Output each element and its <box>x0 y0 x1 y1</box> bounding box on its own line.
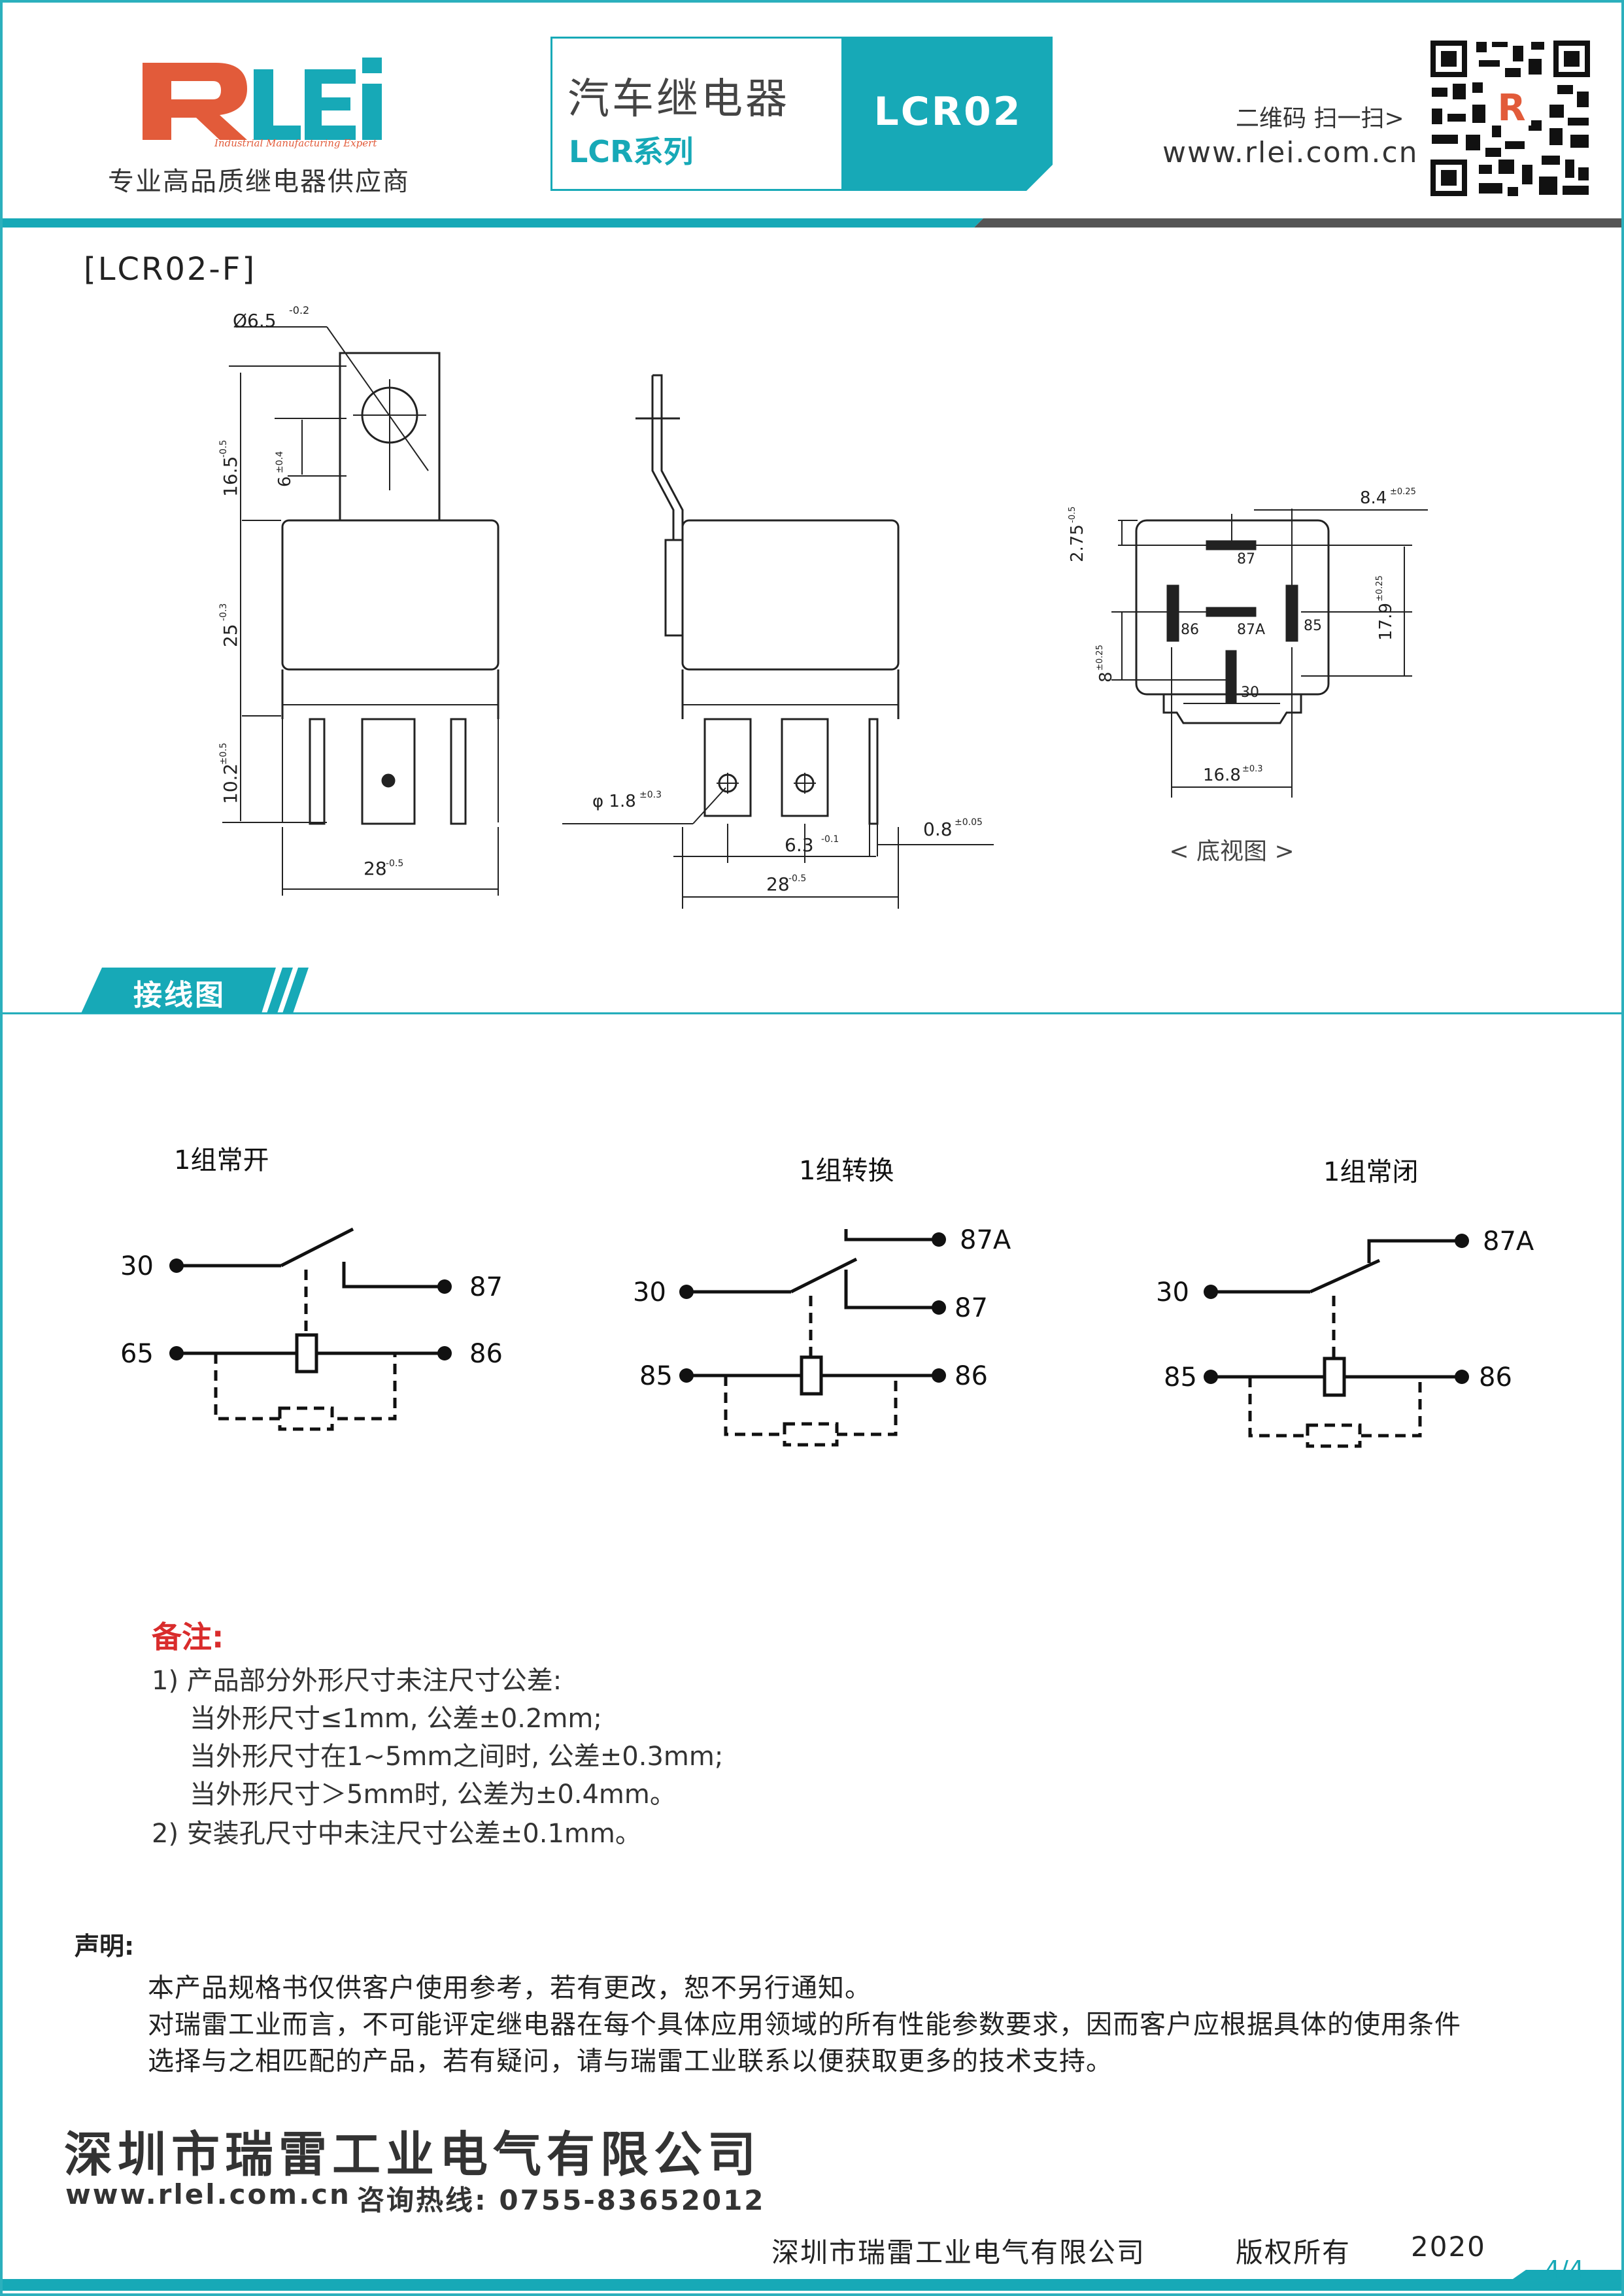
dim-8: 8 <box>1096 671 1116 683</box>
footer-bar <box>3 2270 1621 2291</box>
model-title: LCR02 <box>873 89 1023 135</box>
dim-25-tol: -0.3 <box>218 603 229 621</box>
note-line: 1) 产品部分外形尺寸未注尺寸公差: <box>152 1666 562 1696</box>
wiring-co-pin-30: 30 <box>633 1277 666 1308</box>
dim-6-3: 6.3 <box>785 834 814 856</box>
wiring-nc-pin-85: 85 <box>1164 1362 1197 1393</box>
bottom-view-drawing <box>1111 509 1428 798</box>
pin-30: 30 <box>1241 684 1259 701</box>
note-line: 当外形尺寸在1~5mm之间时, 公差±0.3mm; <box>190 1742 724 1772</box>
wiring-no-pin-87: 87 <box>469 1272 503 1302</box>
dim-0-8-tol: ±0.05 <box>955 817 983 828</box>
wiring-section-title: 接线图 <box>133 979 226 1012</box>
wiring-normally-open <box>169 1227 452 1431</box>
dim-pin-hole-tol: ±0.3 <box>639 790 662 800</box>
wiring-co-pin-86: 86 <box>955 1361 988 1391</box>
dim-8-4-tol: ±0.25 <box>1390 487 1416 497</box>
qr-code-icon[interactable]: R <box>1427 37 1594 200</box>
wiring-nc-pin-86: 86 <box>1479 1362 1512 1393</box>
dim-8-tol: ±0.25 <box>1095 645 1105 671</box>
wiring-normally-closed <box>1204 1234 1469 1448</box>
wiring-co-pin-87a: 87A <box>960 1225 1011 1255</box>
declaration-line: 对瑞雷工业而言，不可能评定继电器在每个具体应用领域的所有性能参数要求，因而客户应… <box>148 2010 1461 2040</box>
front-view-drawing <box>222 326 499 896</box>
rlei-logo <box>143 58 382 140</box>
copyright-text: 版权所有 <box>1236 2237 1351 2269</box>
dim-pin-hole: φ 1.8 <box>592 792 636 811</box>
wiring-nc-pin-30: 30 <box>1156 1277 1189 1308</box>
wiring-title-nc: 1组常闭 <box>1323 1157 1418 1187</box>
svg-text:R: R <box>1497 87 1525 129</box>
pin-85: 85 <box>1304 618 1322 634</box>
wiring-no-pin-65: 65 <box>120 1339 154 1369</box>
declaration-line: 选择与之相匹配的产品，若有疑问，请与瑞雷工业联系以便获取更多的技术支持。 <box>148 2046 1113 2076</box>
footer-hotline: 咨询热线: 0755-83652012 <box>357 2184 766 2216</box>
dim-28-front-tol: -0.5 <box>386 858 403 869</box>
side-view-drawing <box>562 374 994 909</box>
dim-10-2-tol: ±0.5 <box>218 743 229 765</box>
note-line: 2) 安装孔尺寸中未注尺寸公差±0.1mm。 <box>152 1819 641 1849</box>
company-slogan: 专业高品质继电器供应商 <box>108 167 410 197</box>
dim-16-5-tol: -0.5 <box>218 440 229 458</box>
dimension-drawings: Ø6.5 -0.2 16.5 -0.5 6 ±0.4 25 -0.3 10.2 … <box>218 304 1428 909</box>
title-box <box>550 37 843 191</box>
dim-6: 6 <box>275 476 295 487</box>
footer-website[interactable]: www.rlel.com.cn <box>65 2178 351 2210</box>
page-number: 4/4 <box>1544 2255 1585 2284</box>
model-label: [LCR02-F] <box>84 251 257 288</box>
series-label: LCR系列 <box>569 134 694 169</box>
pin-87: 87 <box>1237 551 1255 567</box>
wiring-title-no: 1组常开 <box>174 1145 269 1175</box>
dim-25: 25 <box>220 624 241 647</box>
dim-28-side-tol: -0.5 <box>788 873 806 884</box>
wiring-no-pin-30: 30 <box>120 1251 154 1281</box>
dim-16-5: 16.5 <box>220 456 241 497</box>
logo-tagline: Industrial Manufacturing Expert <box>214 137 377 149</box>
copyright-company: 深圳市瑞雷工业电气有限公司 <box>771 2237 1146 2269</box>
wiring-no-pin-86: 86 <box>469 1339 503 1369</box>
note-line: 当外形尺寸＞5mm时, 公差为±0.4mm。 <box>190 1780 676 1810</box>
dim-2-75-tol: -0.5 <box>1068 507 1077 523</box>
footer-company-name: 深圳市瑞雷工业电气有限公司 <box>64 2127 761 2183</box>
wiring-nc-pin-87a: 87A <box>1483 1226 1534 1257</box>
dim-16-8-tol: ±0.3 <box>1242 764 1263 774</box>
qr-prompt: 二维码 扫一扫> <box>1236 105 1404 132</box>
notes-title: 备注: <box>152 1619 224 1655</box>
dim-2-75: 2.75 <box>1068 524 1087 562</box>
pin-86: 86 <box>1181 622 1199 638</box>
wiring-changeover <box>679 1229 946 1447</box>
dim-17-9-tol: ±0.25 <box>1375 575 1385 601</box>
bottom-view-caption: < 底视图 > <box>1169 838 1294 865</box>
note-line: 当外形尺寸≤1mm, 公差±0.2mm; <box>190 1704 602 1734</box>
pin-87a: 87A <box>1237 622 1265 638</box>
copyright-year: 2020 <box>1411 2231 1486 2263</box>
corner-notch <box>1026 165 1053 191</box>
dim-hole-dia: Ø6.5 <box>233 310 277 331</box>
dim-10-2: 10.2 <box>220 764 241 804</box>
dim-17-9: 17.9 <box>1376 603 1396 641</box>
dim-16-8: 16.8 <box>1203 766 1241 785</box>
model-box <box>843 37 1053 191</box>
wiring-title-co: 1组转换 <box>799 1156 894 1186</box>
dim-28-side: 28 <box>766 873 790 895</box>
dim-8-4: 8.4 <box>1360 488 1387 508</box>
declaration-line: 本产品规格书仅供客户使用参考，若有更改，恕不另行通知。 <box>148 1973 871 2003</box>
dim-6-3-tol: -0.1 <box>821 834 839 845</box>
dim-hole-dia-tol: -0.2 <box>289 304 309 316</box>
header-website[interactable]: www.rlei.com.cn <box>1162 136 1419 169</box>
declaration-title: 声明: <box>75 1932 135 1961</box>
wiring-co-pin-85: 85 <box>639 1361 673 1391</box>
dim-28-front: 28 <box>364 858 387 879</box>
dim-0-8: 0.8 <box>923 819 953 840</box>
header-divider <box>3 218 1621 228</box>
logo-r-mark <box>143 63 247 140</box>
wiring-co-pin-87: 87 <box>955 1293 988 1323</box>
product-category: 汽车继电器 <box>567 75 790 124</box>
wiring-diagrams: 1组常开 30 87 65 86 1组转换 87A 30 87 85 86 1组… <box>120 1145 1534 1448</box>
wiring-section-header <box>3 968 1621 1015</box>
dim-6-tol: ±0.4 <box>275 451 285 473</box>
